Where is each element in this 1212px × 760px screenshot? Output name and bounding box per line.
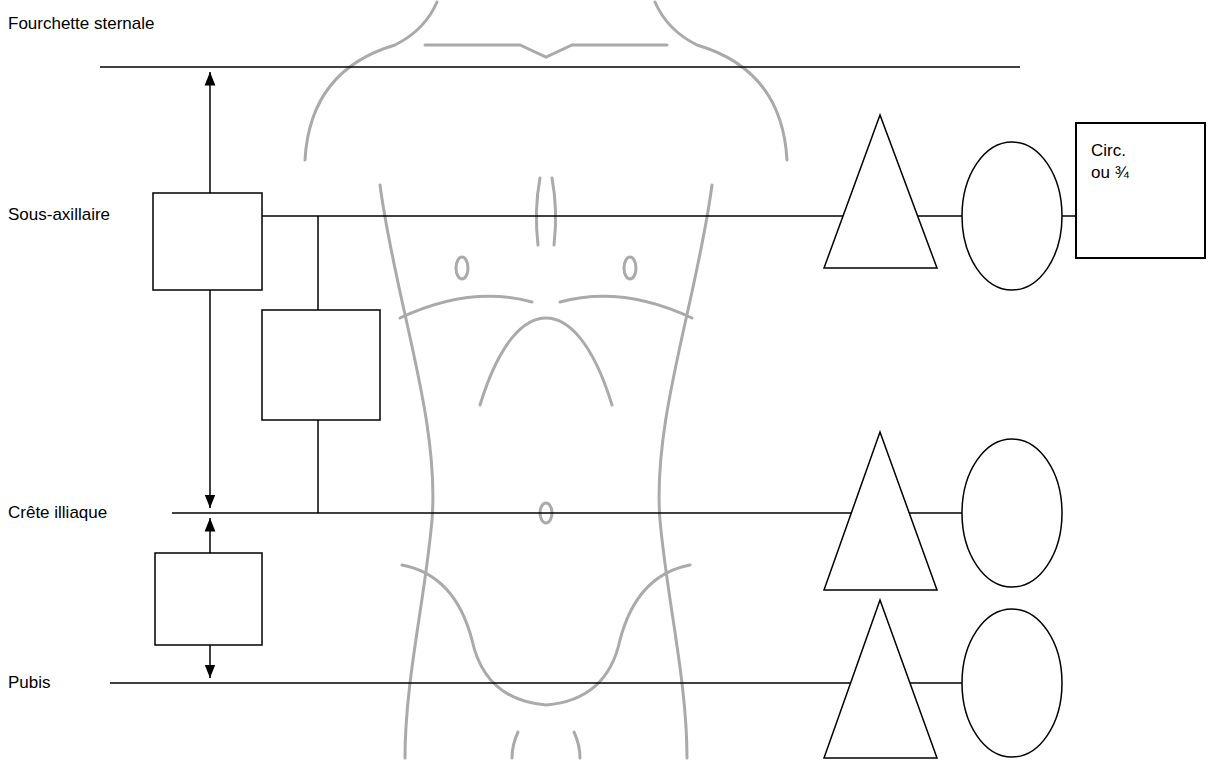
empty-triangle <box>824 115 937 268</box>
empty-box <box>155 553 262 645</box>
connector-line <box>317 420 319 513</box>
measure-box: Circ. ou ¾ <box>1075 122 1206 259</box>
level-line <box>110 682 851 684</box>
leg <box>574 732 580 758</box>
pectoral <box>400 296 532 318</box>
dimension-arrow <box>209 290 211 508</box>
left-shoulder <box>305 2 437 160</box>
empty-triangle <box>824 432 937 590</box>
dimension-arrow <box>209 518 211 553</box>
empty-box <box>262 310 380 420</box>
sternum <box>552 178 556 245</box>
level-line <box>909 512 963 514</box>
dimension-arrow <box>209 645 211 678</box>
rib-arch <box>480 318 612 405</box>
empty-ellipse <box>962 439 1062 587</box>
box-text: Circ. ou ¾ <box>1091 140 1137 184</box>
level-line <box>909 682 963 684</box>
empty-triangle <box>824 600 937 758</box>
empty-fields <box>153 115 1062 758</box>
dimension-arrow <box>209 72 211 193</box>
right-flank <box>659 185 712 758</box>
right-shoulder <box>655 2 787 160</box>
connector-line <box>317 216 319 310</box>
empty-box <box>153 193 262 290</box>
reference-lines <box>100 67 1075 683</box>
level-line <box>917 215 963 217</box>
level-label: Fourchette sternale <box>6 14 156 34</box>
nipple <box>456 257 468 279</box>
left-flank <box>380 185 433 758</box>
level-line <box>1062 215 1075 217</box>
level-line <box>262 215 843 217</box>
level-label: Pubis <box>6 673 53 693</box>
groin <box>402 565 690 705</box>
sternum <box>536 178 540 245</box>
leg <box>512 732 518 758</box>
empty-ellipse <box>962 609 1062 757</box>
nipple <box>624 257 636 279</box>
level-line <box>100 66 1020 68</box>
empty-ellipse <box>962 142 1062 290</box>
clavicles <box>425 45 667 57</box>
level-label: Sous-axillaire <box>6 205 112 225</box>
pectoral <box>560 296 692 318</box>
level-label: Crête illiaque <box>6 503 109 523</box>
level-line <box>172 512 851 514</box>
